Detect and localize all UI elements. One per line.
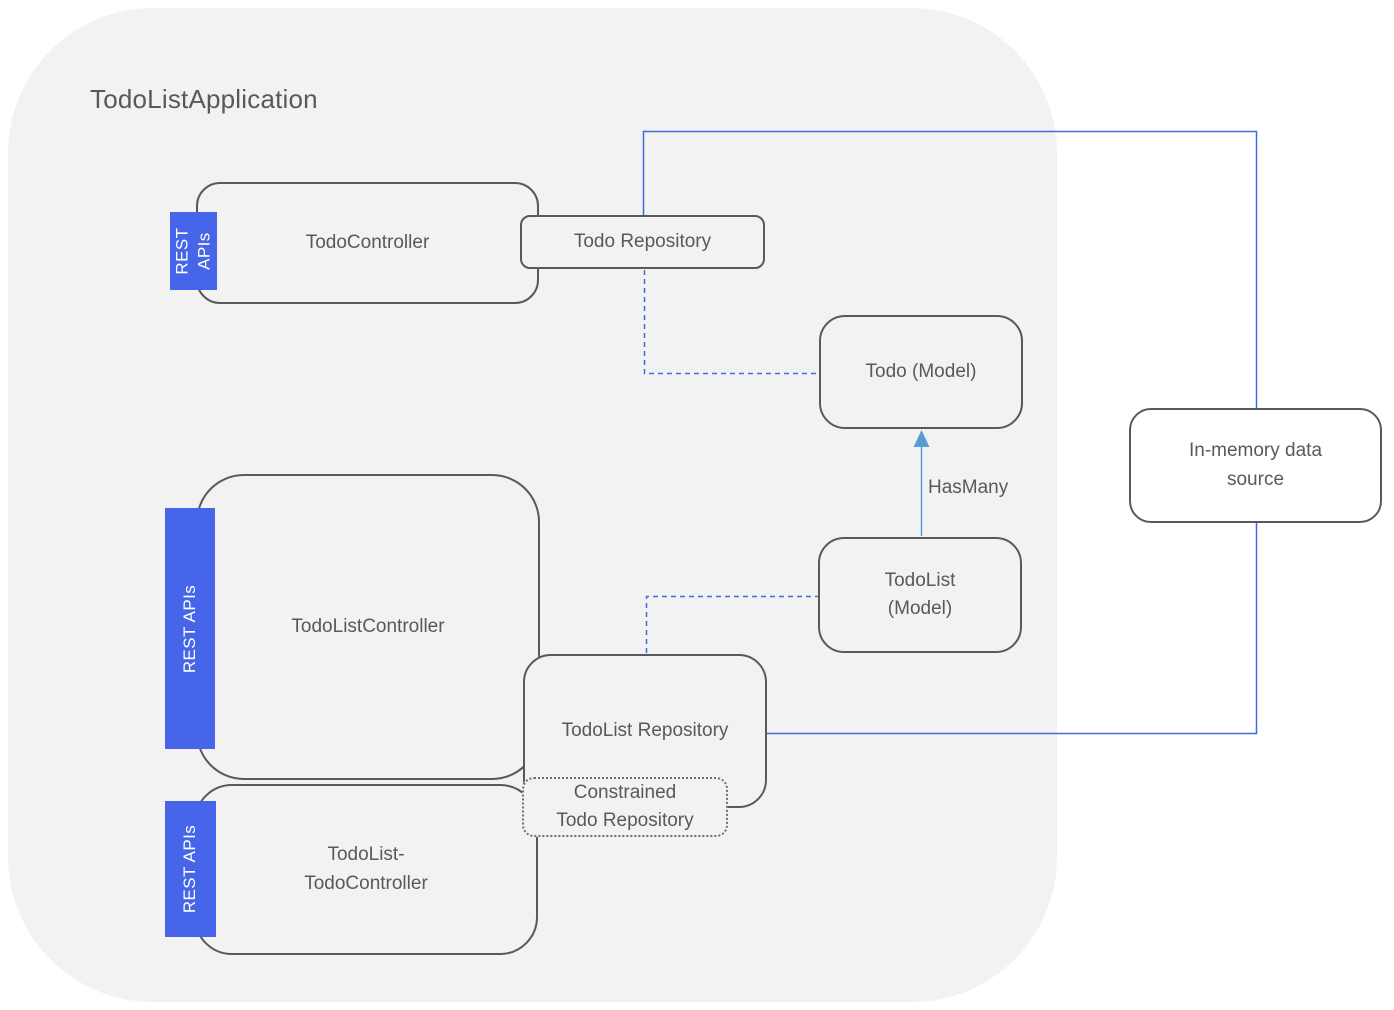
todolist-repository-label: TodoList Repository (561, 719, 729, 741)
constrained-todo-repository-label-line1: Constrained (573, 782, 677, 804)
todolist-todo-controller-label-line1: TodoList- (327, 844, 405, 865)
constrained-todo-repository-node: Constrained Todo Repository (522, 777, 728, 837)
todolist-model-label-line2: (Model) (887, 598, 953, 619)
todolist-controller-node: TodoListController (196, 474, 540, 780)
todolist-model-label-line1: TodoList (884, 569, 956, 591)
todo-repository-node: Todo Repository (520, 215, 765, 269)
todolist-todo-controller-label-line2: TodoController (304, 872, 428, 894)
rest-apis-badge-todolist-todo-controller: REST APIs (165, 801, 216, 937)
todolist-todo-controller-node: TodoList- TodoController (194, 784, 538, 955)
in-memory-data-source-label-line1: In-memory data (1188, 440, 1323, 461)
rest-apis-badge-todolist-controller: REST APIs (165, 508, 215, 749)
diagram-title: TodoListApplication (90, 84, 318, 114)
in-memory-data-source-node: In-memory data source (1129, 408, 1382, 523)
todolist-model-node: TodoList (Model) (818, 537, 1022, 653)
todo-repository-label: Todo Repository (573, 230, 712, 252)
constrained-todo-repository-label-line2: Todo Repository (556, 810, 694, 831)
todolist-controller-label: TodoListController (291, 615, 445, 637)
todo-controller-node: TodoController (196, 182, 539, 304)
rest-apis-badge-todo-controller: REST APIs (170, 212, 217, 290)
rest-apis-badge-text: REST APIs (180, 584, 200, 673)
todo-model-label: Todo (Model) (865, 360, 977, 382)
todo-controller-label: TodoController (305, 231, 430, 253)
rest-apis-badge-text: REST APIs (172, 227, 214, 275)
todo-model-node: Todo (Model) (819, 315, 1023, 429)
rest-apis-badge-text: REST APIs (180, 824, 200, 914)
hasmany-label: HasMany (928, 477, 1009, 498)
in-memory-data-source-label-line2: source (1226, 468, 1285, 490)
